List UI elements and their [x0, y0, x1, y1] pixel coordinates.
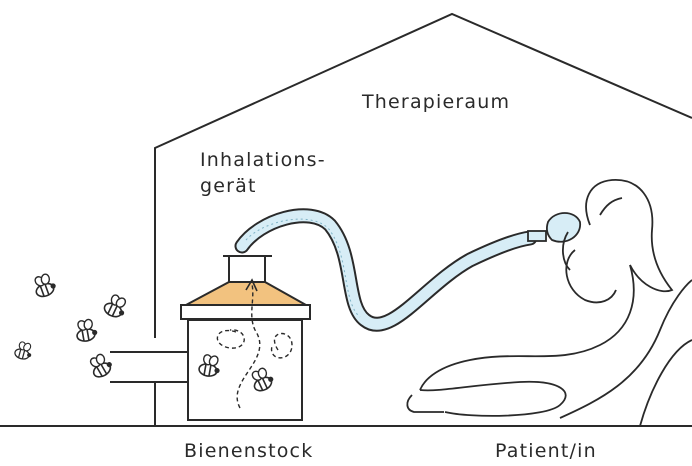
device-label-line2: gerät — [200, 173, 326, 199]
device-label: Inhalations- gerät — [200, 147, 326, 199]
patient-figure — [407, 180, 692, 426]
breathing-mask — [547, 213, 580, 242]
patient-label: Patient/in — [495, 438, 597, 464]
room-label: Therapieraum — [362, 89, 510, 115]
device-label-line1: Inhalations- — [200, 147, 326, 173]
inhalation-hood — [186, 256, 306, 305]
hive-label: Bienenstock — [184, 438, 313, 464]
